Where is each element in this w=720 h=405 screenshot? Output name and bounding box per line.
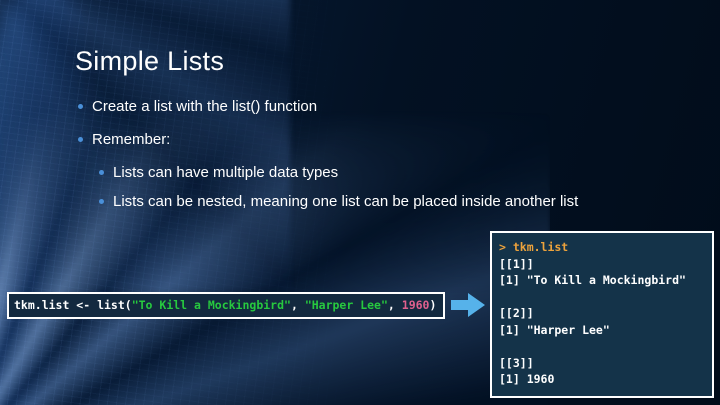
code-token-string: "To Kill a Mockingbird" (131, 298, 291, 312)
bullet-list: Create a list with the list() function R… (78, 98, 638, 222)
console-line (499, 338, 705, 355)
code-token-string: "Harper Lee" (304, 298, 388, 312)
bullet-item: Lists can have multiple data types (99, 164, 638, 182)
bullet-icon (78, 104, 83, 109)
bullet-icon (99, 170, 104, 175)
console-line: [1] 1960 (499, 372, 555, 386)
code-token-suffix: ) (429, 298, 437, 312)
bullet-item: Lists can be nested, meaning one list ca… (99, 193, 638, 211)
console-line: [[2]] (499, 306, 534, 320)
bullet-text: Remember: (92, 131, 171, 148)
r-code-snippet: tkm.list <- list("To Kill a Mockingbird"… (7, 292, 445, 319)
bullet-text: Lists can have multiple data types (113, 164, 339, 181)
slide-title: Simple Lists (75, 46, 225, 76)
bullet-icon (99, 199, 104, 204)
console-line: [1] "Harper Lee" (499, 322, 610, 337)
bullet-icon (78, 137, 83, 142)
bullet-text: Create a list with the list() function (92, 98, 318, 115)
console-line: [1] "To Kill a Mockingbird" (499, 273, 686, 287)
console-line: > tkm.list (499, 240, 569, 254)
console-line: [[1]] (499, 256, 534, 271)
code-token-number: 1960 (401, 298, 430, 312)
arrow-right-icon (451, 293, 485, 317)
bullet-item: Create a list with the list() function (78, 98, 638, 116)
code-token-prefix: tkm.list <- list( (14, 298, 132, 312)
console-line: [[3]] (499, 355, 534, 370)
bullet-text: Lists can be nested, meaning one list ca… (113, 193, 579, 210)
bullet-item: Remember: (78, 131, 638, 149)
r-console-output: > tkm.list [[1]] [1] "To Kill a Mockingb… (490, 231, 714, 398)
code-token-separator: , (387, 298, 402, 312)
code-token-separator: , (290, 298, 305, 312)
console-line (499, 289, 705, 306)
